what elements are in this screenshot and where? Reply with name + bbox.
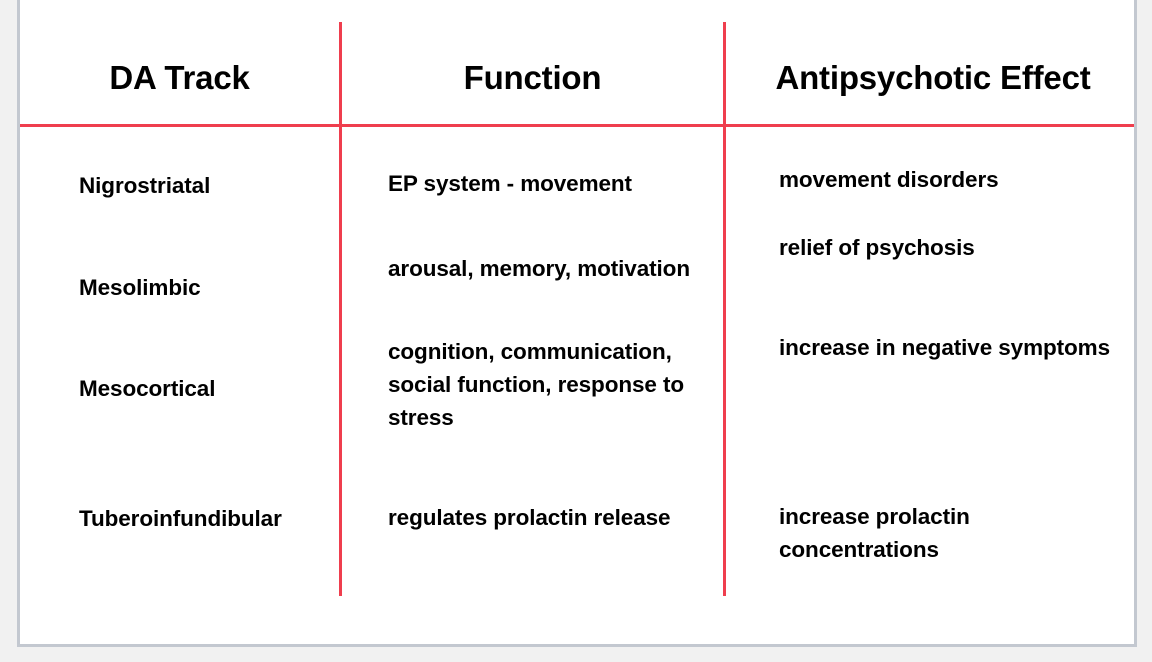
column-header-antipsychotic-effect: Antipsychotic Effect [775, 59, 1091, 96]
table-cell-function: cognition, communication, social functio… [388, 339, 684, 430]
slide-frame: DA Track Function Antipsychotic Effect N… [17, 0, 1137, 647]
column-header-function: Function [463, 59, 602, 96]
dopamine-pathway-table: DA Track Function Antipsychotic Effect N… [20, 0, 1134, 644]
header-separator-rule [20, 124, 1134, 127]
table-cell-da-track: Mesocortical [79, 376, 216, 401]
table-cell-antipsychotic-effect: increase in negative symptoms [779, 335, 1110, 360]
table-cell-function: EP system - movement [388, 171, 632, 196]
table-cell-antipsychotic-effect: relief of psychosis [779, 235, 975, 260]
column-divider-1 [339, 22, 342, 596]
column-divider-2 [723, 22, 726, 596]
column-header-da-track: DA Track [109, 59, 250, 96]
table-cell-da-track: Tuberoinfundibular [79, 506, 282, 531]
table-cell-da-track: Mesolimbic [79, 275, 201, 300]
table-cell-antipsychotic-effect: increase prolactin concentrations [779, 504, 970, 562]
table-cell-function: regulates prolactin release [388, 505, 671, 530]
table-cell-function: arousal, memory, motivation [388, 256, 690, 281]
table-cell-antipsychotic-effect: movement disorders [779, 167, 999, 192]
table-cell-da-track: Nigrostriatal [79, 173, 211, 198]
